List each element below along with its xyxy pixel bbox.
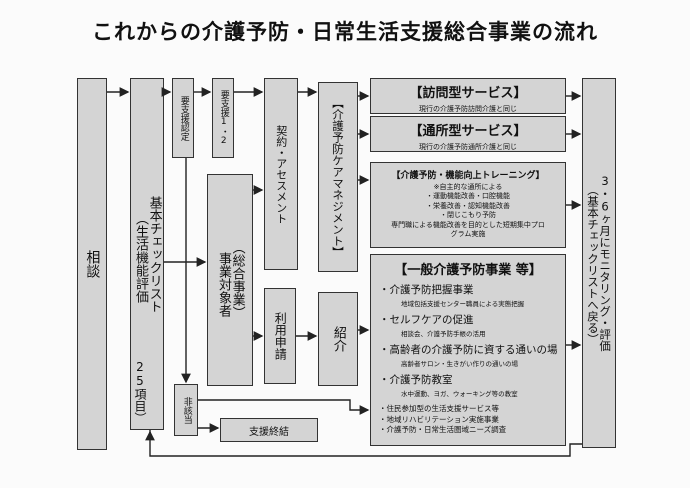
care-management-box: 【介護予防ケアマネジメント】 [318,82,358,272]
day-service-box: 【通所型サービス】 現行の介護予防通所介護と同じ [370,116,566,152]
general-item-label: ・セルフケアの促進 [379,314,474,326]
training-service-title: 【介護予防・機能向上トレーニング】 [391,171,545,181]
support-certification-box: 要支援認定 [172,78,194,158]
target-person-label: 事業対象者 [216,251,231,317]
not-applicable-label: 非該当 [181,396,192,424]
general-item-desc: 高齢者サロン・生きがい作りの通いの場 [401,360,518,368]
general-item-desc: 水中運動、ヨガ、ウォーキング等の教室 [401,390,518,398]
general-item-label: ・介護予防教室 [379,374,453,386]
training-line: ・運動機能改善・口腔機能 [426,192,510,201]
general-prevention-box: 【一般介護予防事業 等】 ・介護予防把握事業 地域包括支援センター職員による実態… [370,254,566,446]
basic-checklist-count-label: 25項目） [133,360,147,424]
basic-checklist-sub-label: （生活機能評価 [133,211,148,303]
day-service-desc: 現行の介護予防通所介護と同じ [419,143,517,151]
consultation-box: 相談 [77,78,107,450]
support-end-box: 支援終結 [220,418,318,442]
general-item-label: ・高齢者の介護予防に資する通いの場 [379,344,558,356]
general-item-desc: 相談会、介護予防手帳の活用 [401,330,486,338]
referral-box: 紹介 [318,292,358,386]
training-line: ・栄養改善・認知機能改善 [426,201,510,210]
use-application-box: 利用申請 [264,288,296,384]
general-extra-item: ・介護予防・日常生活圏域ニーズ調査 [379,425,507,434]
day-service-title: 【通所型サービス】 [409,124,527,139]
home-visit-service-title: 【訪問型サービス】 [409,86,527,101]
general-extra-item: ・住民参加型の生活支援サービス等 [379,404,499,413]
general-item-label: ・介護予防把握事業 [379,284,474,296]
basic-checklist-box: 基本チェックリスト （生活機能評価 [130,78,164,430]
consultation-label: 相談 [84,250,101,278]
support-level-label: 要支援1・2 [218,90,229,146]
not-applicable-box: 非該当 [174,384,198,436]
general-extra-item: ・地域リハビリテーション実施事業 [379,414,499,424]
contract-assessment-label: 契約・アセスメント [274,124,288,224]
monitoring-box: 3・6ヶ月にモニタリング・評価 （基本チェックリストへ戻る） [582,78,616,448]
page-title: これからの介護予防・日常生活支援総合事業の流れ [92,20,598,44]
support-level-box: 要支援1・2 [212,78,234,158]
training-service-box: 【介護予防・機能向上トレーニング】 ※自主的な通所による ・運動機能改善・口腔機… [370,162,566,248]
referral-label: 紹介 [330,326,346,352]
contract-assessment-box: 契約・アセスメント [264,78,298,270]
use-application-label: 利用申請 [273,312,288,360]
support-end-label: 支援終結 [249,426,289,438]
training-line: ・閉じこもり予防 [440,211,496,220]
training-line: ※自主的な通所による [433,183,503,191]
training-line: グラム実施 [450,230,486,239]
comprehensive-project-label: （総合事業） [229,241,245,319]
home-visit-service-box: 【訪問型サービス】 現行の介護予防訪問介護と同じ [370,78,566,114]
monitoring-sub-label: （基本チェックリストへ戻る） [586,183,600,345]
care-management-label: 【介護予防ケアマネジメント】 [331,96,346,258]
target-person-box: （総合事業） 事業対象者 [207,174,253,386]
monitoring-label: 3・6ヶ月にモニタリング・評価 [598,174,613,352]
general-item-desc: 地域包括支援センター職員による実態把握 [401,300,525,308]
training-line: 専門職による機能改善を目的とした短期集中プロ [391,220,545,229]
basic-checklist-label: 基本チェックリスト [146,195,162,313]
support-certification-label: 要支援認定 [178,95,189,141]
general-prevention-title: 【一般介護予防事業 等】 [394,263,542,278]
home-visit-service-desc: 現行の介護予防訪問介護と同じ [419,105,517,113]
